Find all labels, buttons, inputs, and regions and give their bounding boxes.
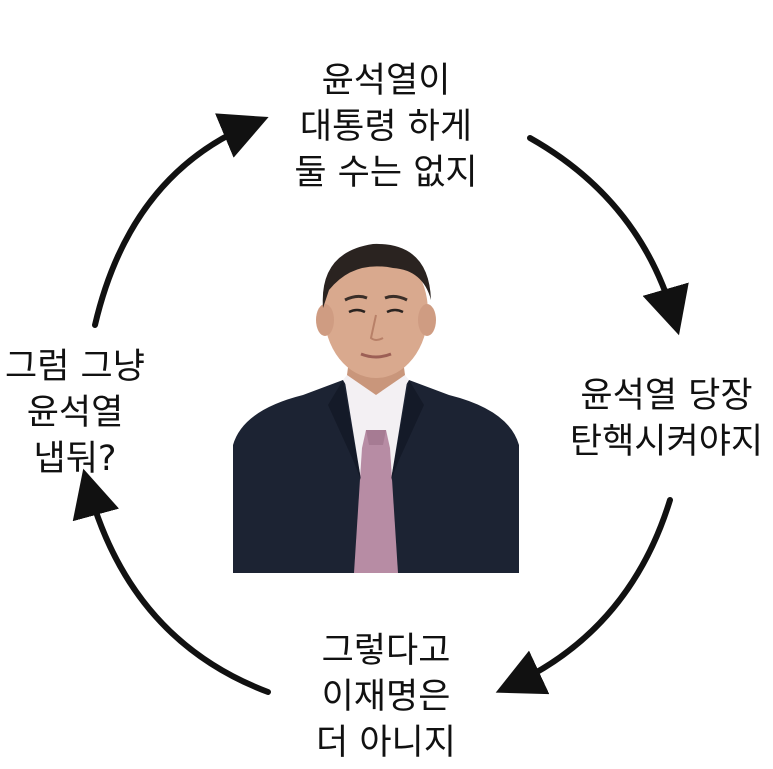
- caption-top: 윤석열이 대통령 하게 둘 수는 없지: [236, 58, 536, 196]
- arrow-top-left: [92, 113, 269, 328]
- face: [324, 246, 428, 378]
- caption-left-line: 그럼 그냥: [5, 347, 145, 387]
- caption-top-line: 둘 수는 없지: [294, 153, 478, 193]
- portrait-photo: [233, 230, 519, 573]
- caption-top-line: 윤석열이: [321, 61, 451, 101]
- arrow-top-right: [527, 135, 689, 336]
- caption-left: 그럼 그냥 윤석열 냅둬?: [0, 344, 150, 482]
- hair: [322, 243, 431, 308]
- tie: [354, 430, 398, 573]
- caption-left-line: 냅둬?: [33, 439, 117, 479]
- caption-right-line: 윤석열 당장: [580, 376, 753, 416]
- caption-right: 윤석열 당장 탄핵시켜야지: [560, 373, 773, 465]
- caption-right-line: 탄핵시켜야지: [569, 422, 764, 462]
- portrait-illustration: [233, 230, 519, 573]
- caption-bottom-line: 이재명은: [321, 677, 451, 717]
- shirt: [343, 370, 409, 435]
- caption-bottom: 그렇다고 이재명은 더 아니지: [236, 628, 536, 766]
- caption-bottom-line: 그렇다고: [321, 631, 451, 671]
- arrow-bottom-left: [72, 468, 271, 695]
- caption-top-line: 대통령 하게: [299, 107, 473, 147]
- caption-bottom-line: 더 아니지: [316, 723, 456, 763]
- caption-left-line: 윤석열: [26, 393, 124, 433]
- arrow-bottom-right: [495, 497, 673, 695]
